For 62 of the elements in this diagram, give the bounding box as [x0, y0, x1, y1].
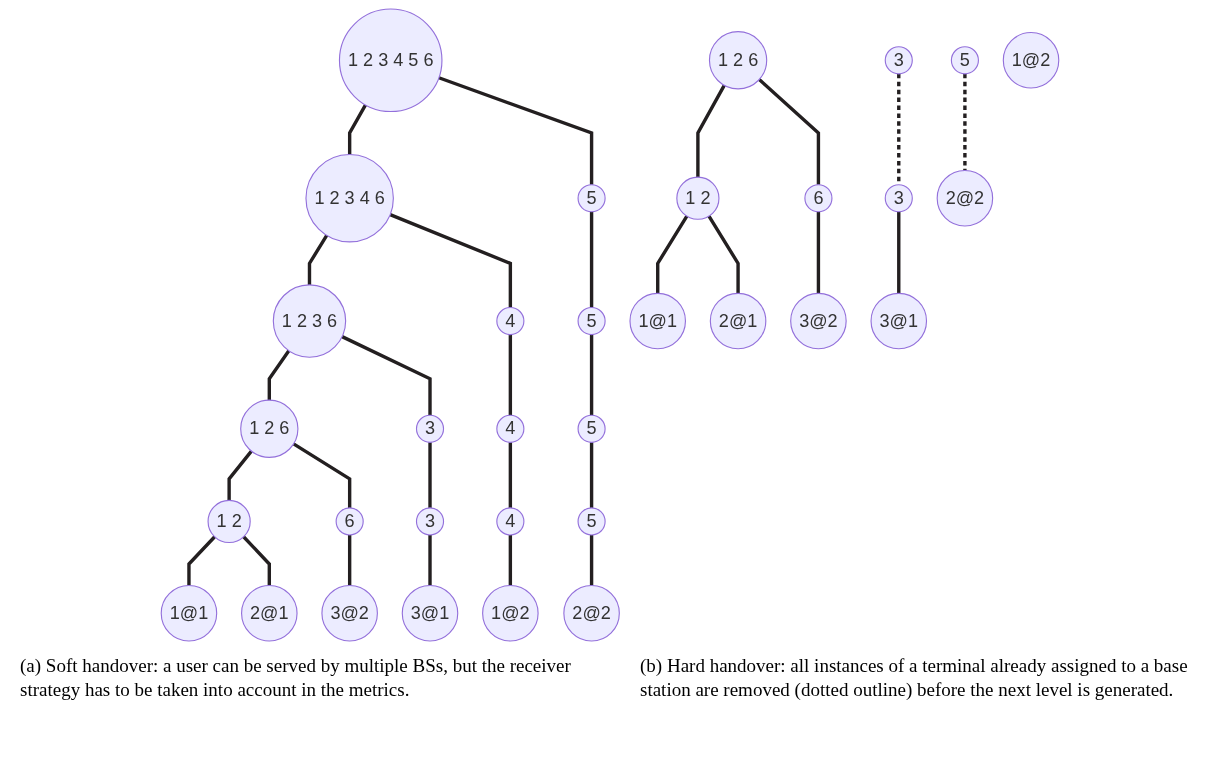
node-circle: 4 [496, 306, 525, 336]
node-circle: 4 [496, 414, 525, 443]
node-circle: 5 [577, 414, 606, 443]
connector [816, 211, 821, 294]
node-circle: 1 2 6 [708, 31, 768, 90]
node-circle: 3 [415, 507, 445, 536]
node-circle: 3@1 [870, 292, 928, 350]
node-circle: 5 [577, 306, 606, 336]
connector [589, 334, 594, 416]
connector [707, 215, 740, 294]
node-circle: 5 [950, 46, 979, 75]
connector [267, 349, 291, 401]
node-circle: 3 [884, 184, 913, 213]
node-circle: 1 2 6 [240, 399, 299, 458]
node-circle: 3@2 [790, 292, 847, 350]
connector [589, 534, 594, 586]
connector [341, 335, 432, 416]
node-circle: 3@2 [321, 584, 378, 642]
connector [589, 442, 594, 508]
caption-text: (a) Soft handover: a user can be served by multiple BSs, but the receiver strategy has to be taken into account in the metrics. [20, 654, 572, 702]
connector [696, 84, 726, 178]
node-circle: 1@1 [160, 584, 218, 642]
connector [292, 442, 352, 508]
node-circle: 3 [884, 46, 913, 75]
node-circle: 1@1 [629, 292, 687, 350]
node-circle: 6 [335, 507, 364, 536]
node-circle: 5 [577, 184, 606, 213]
connector [897, 211, 901, 294]
node-circle: 2@2 [563, 584, 620, 642]
node-circle: 2@1 [241, 584, 298, 642]
node-circle: 3@1 [401, 584, 459, 642]
node-circle: 1@2 [482, 584, 539, 642]
node-circle: 2@1 [709, 292, 767, 350]
connector [508, 334, 513, 416]
node-circle: 1@2 [1002, 32, 1060, 89]
connector [347, 534, 352, 586]
node-circle: 3 [415, 414, 445, 443]
connector [242, 535, 271, 586]
connector [307, 234, 329, 285]
caption-text: (b) Hard handover: all instances of a terminal already assigned to a base station are removed (dotted outline) before the next level is generated. [640, 654, 1189, 702]
connector [963, 73, 967, 171]
connector [438, 76, 594, 185]
connector [428, 534, 432, 586]
connector [508, 534, 513, 586]
connector [347, 104, 367, 155]
connector [656, 215, 689, 294]
node-circle: 1 2 3 4 6 [305, 153, 394, 243]
connector [187, 535, 216, 586]
node-circle: 1 2 3 6 [272, 284, 347, 358]
connector [589, 211, 594, 308]
connector [389, 213, 513, 308]
node-circle: 2@2 [936, 169, 994, 227]
node-circle: 1 2 [676, 176, 720, 220]
node-circle: 1 2 [207, 499, 251, 544]
node-circle: 5 [577, 507, 606, 536]
connector [428, 442, 432, 508]
connector [227, 450, 253, 501]
node-circle: 1 2 3 4 5 6 [338, 8, 443, 113]
connector [508, 442, 513, 508]
node-circle: 4 [496, 507, 525, 536]
connector [758, 78, 821, 185]
node-circle: 6 [804, 184, 833, 213]
